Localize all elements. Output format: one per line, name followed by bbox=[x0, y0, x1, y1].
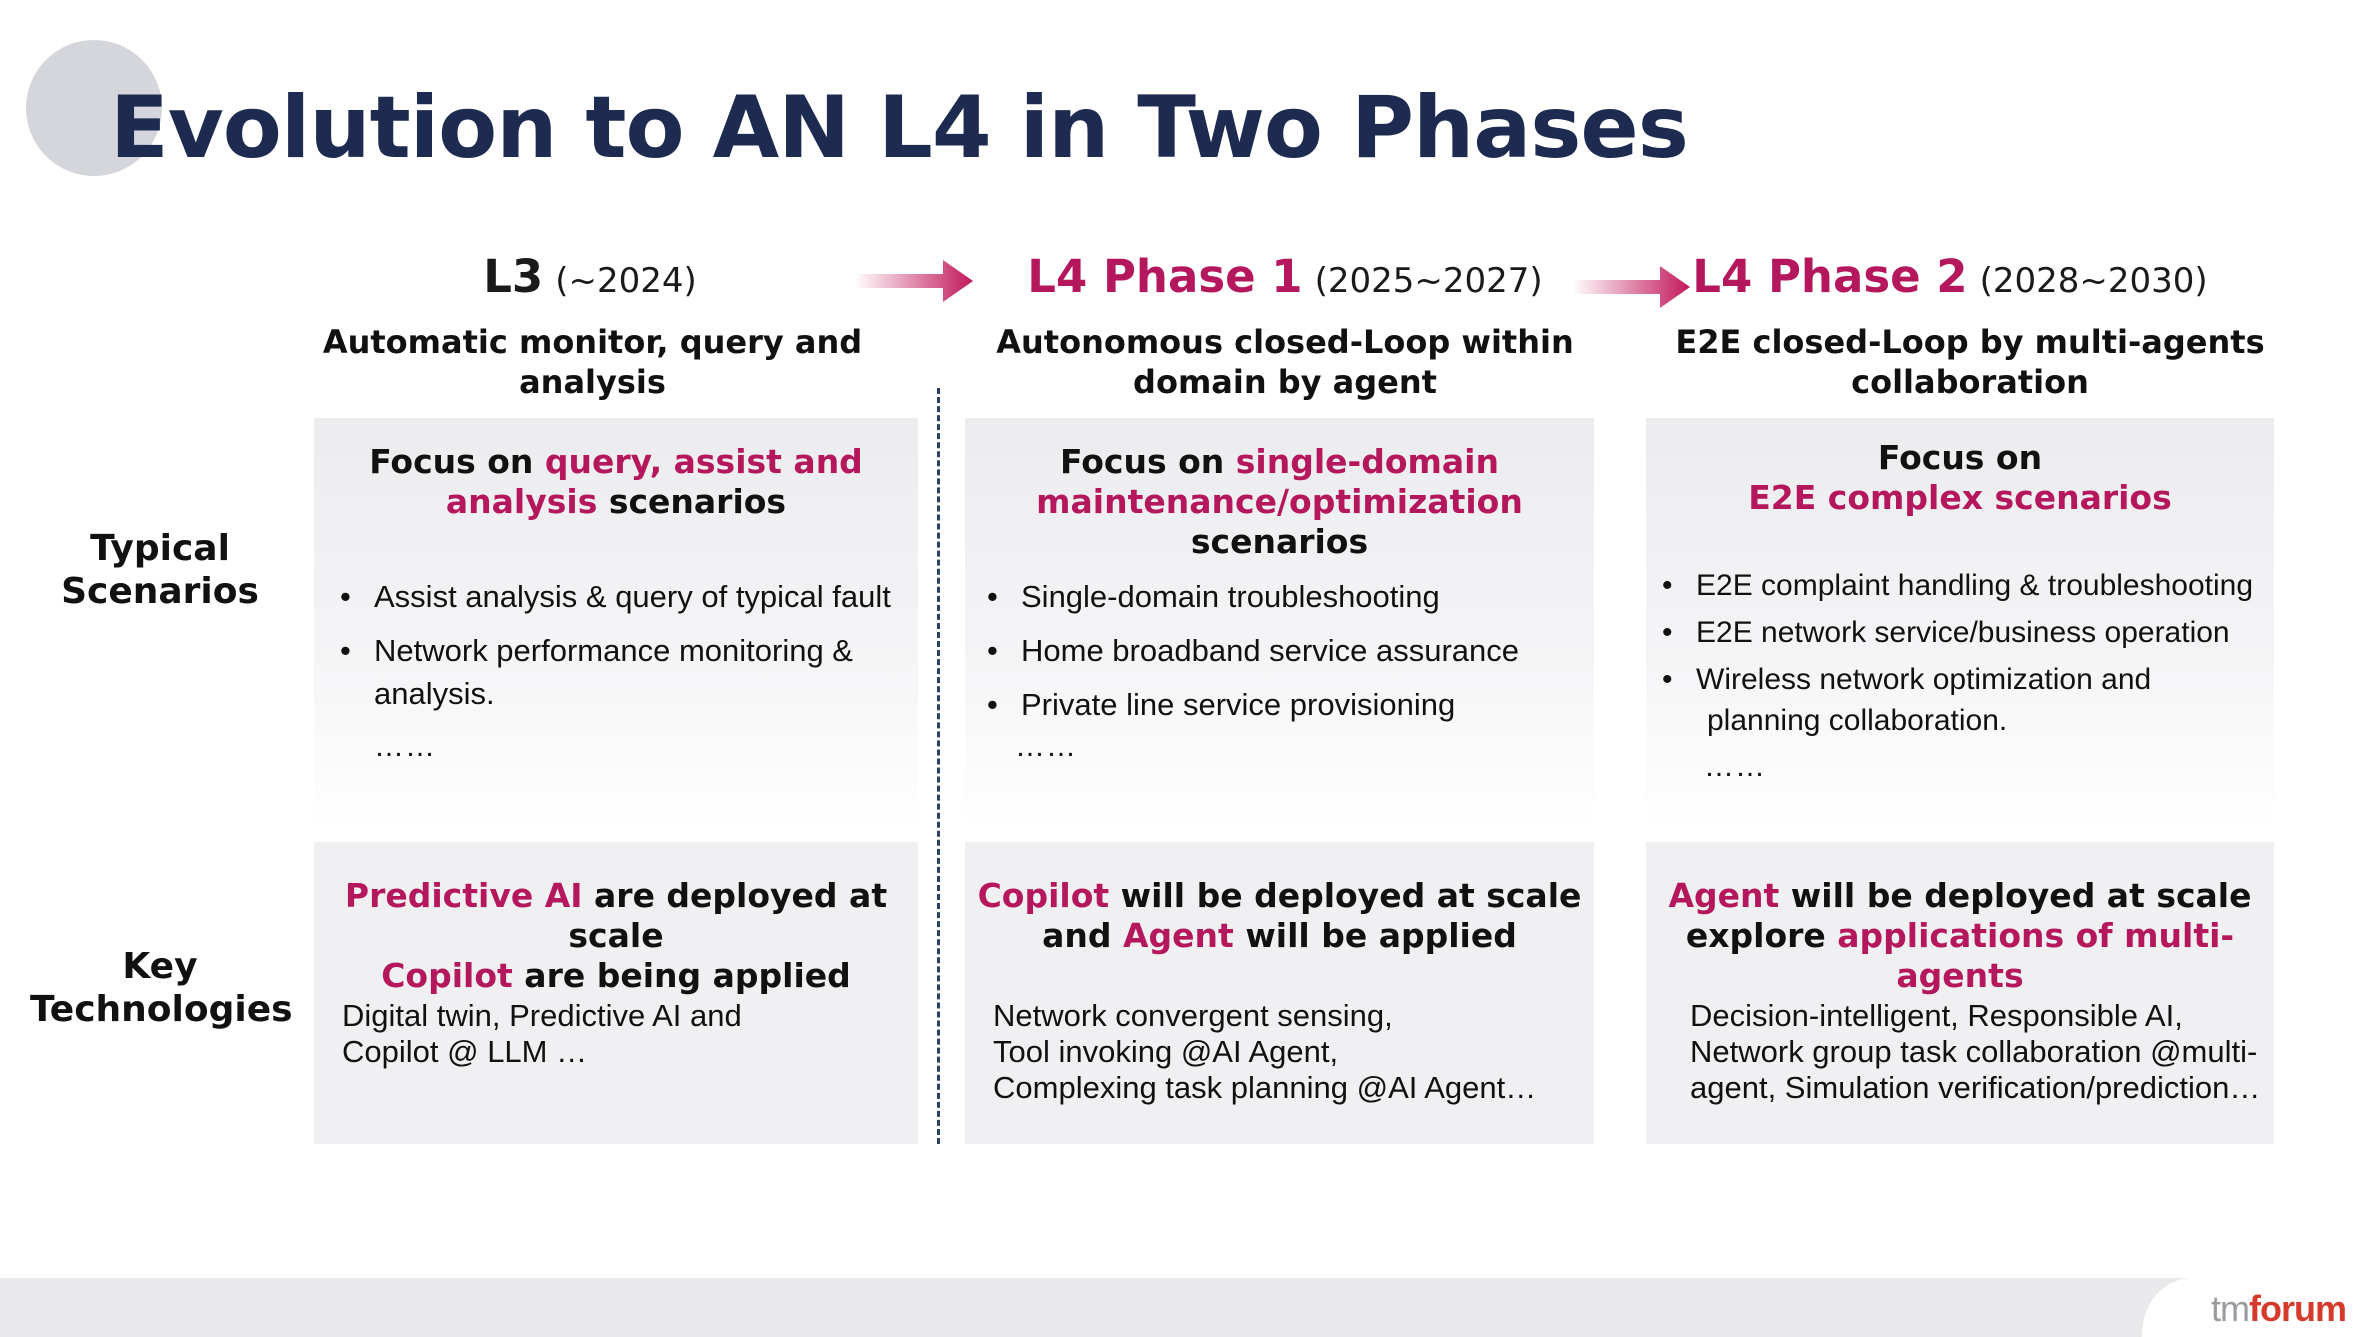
focus-text: Focus on bbox=[1060, 442, 1236, 481]
continuation-text: planning collaboration. bbox=[1707, 704, 2008, 737]
row-label-key-technologies: Key Technologies bbox=[30, 945, 293, 1031]
tech-text: will be deployed at scale bbox=[1779, 876, 2252, 915]
scenario-list: E2E complaint handling & troubleshooting… bbox=[1662, 562, 2253, 703]
focus-text: Focus on bbox=[369, 442, 545, 481]
list-item: Assist analysis & query of typical fault bbox=[340, 570, 891, 624]
tech-line: Decision-intelligent, Responsible AI, bbox=[1690, 998, 2183, 1033]
tech-text: will be deployed at scale bbox=[1109, 876, 1582, 915]
row-label-line: Typical bbox=[90, 528, 230, 569]
scenario-list: Single-domain troubleshooting Home broad… bbox=[987, 570, 1519, 732]
scenario-list: Assist analysis & query of typical fault… bbox=[340, 570, 891, 678]
focus-text: scenarios bbox=[1190, 522, 1369, 561]
scenario-box-l3: Focus on query, assist and analysis scen… bbox=[314, 418, 918, 828]
list-item: Wireless network optimization and bbox=[1662, 656, 2253, 703]
tech-highlight: Copilot bbox=[381, 956, 513, 995]
tech-line: agent, Simulation verification/predictio… bbox=[1690, 1070, 2261, 1105]
row-label-typical-scenarios: Typical Scenarios bbox=[30, 527, 290, 613]
focus-heading: Focus on E2E complex scenarios bbox=[1646, 438, 2274, 518]
technology-box-l3: Predictive AI are deployed at scale Copi… bbox=[314, 842, 918, 1144]
phase-subtitle: E2E closed-Loop by multi-agents collabor… bbox=[1660, 322, 2280, 402]
phase-header-l3: L3 (~2024) bbox=[330, 250, 850, 320]
tech-highlight: applications of multi-agents bbox=[1837, 916, 2235, 995]
row-label-line: Technologies bbox=[30, 989, 293, 1030]
list-item: Private line service provisioning bbox=[987, 678, 1519, 732]
row-label-line: Key bbox=[122, 946, 198, 987]
tech-line: Network group task collaboration @multi- bbox=[1690, 1034, 2258, 1069]
phase-years: (2028~2030) bbox=[1979, 261, 2208, 301]
subtitle-line: E2E closed-Loop by multi-agents bbox=[1675, 323, 2265, 361]
row-label-line: Scenarios bbox=[61, 571, 259, 612]
phase-subtitle: Automatic monitor, query and analysis bbox=[320, 322, 865, 402]
slide-title: Evolution to AN L4 in Two Phases bbox=[110, 78, 1689, 178]
tech-line: Network convergent sensing, bbox=[993, 998, 1393, 1033]
technology-list: Network convergent sensing, Tool invokin… bbox=[993, 998, 1536, 1106]
ellipsis: …… bbox=[374, 730, 436, 763]
list-item: E2E complaint handling & troubleshooting bbox=[1662, 562, 2253, 609]
tech-highlight: Agent bbox=[1668, 876, 1780, 915]
list-item: Single-domain troubleshooting bbox=[987, 570, 1519, 624]
tech-text: are deployed at scale bbox=[568, 876, 888, 955]
tmforum-logo: tmforum bbox=[2211, 1288, 2347, 1330]
tech-text: will be applied bbox=[1233, 916, 1517, 955]
tech-highlight: Copilot bbox=[977, 876, 1110, 915]
tech-line: Copilot @ LLM … bbox=[342, 1034, 588, 1069]
subtitle-line: Autonomous closed-Loop within bbox=[996, 323, 1574, 361]
focus-heading: Focus on query, assist and analysis scen… bbox=[314, 442, 918, 522]
focus-highlight: analysis bbox=[445, 482, 598, 521]
focus-highlight: query, assist and bbox=[544, 442, 863, 481]
subtitle-line: Automatic monitor, query and bbox=[322, 323, 863, 361]
focus-text: Focus on bbox=[1877, 438, 2043, 477]
footer-bar bbox=[0, 1278, 2364, 1337]
focus-heading: Focus on single-domain maintenance/optim… bbox=[965, 442, 1594, 562]
phase-subtitle: Autonomous closed-Loop within domain by … bbox=[980, 322, 1590, 402]
tech-highlight: Agent bbox=[1123, 916, 1234, 955]
list-item: Network performance monitoring & bbox=[340, 624, 891, 678]
technology-box-l4-phase-1: Copilot will be deployed at scale and Ag… bbox=[965, 842, 1594, 1144]
tech-highlight: Predictive AI bbox=[344, 876, 583, 915]
tech-text: explore bbox=[1685, 916, 1838, 955]
technology-box-l4-phase-2: Agent will be deployed at scale explore … bbox=[1646, 842, 2274, 1144]
ellipsis: …… bbox=[1015, 730, 1077, 763]
phase-header-l4-phase-1: L4 Phase 1 (2025~2027) bbox=[970, 250, 1600, 320]
phase-name: L4 Phase 1 bbox=[1027, 250, 1303, 303]
technology-heading: Predictive AI are deployed at scale Copi… bbox=[314, 876, 918, 996]
decorative-circle bbox=[26, 40, 162, 176]
tech-line: Digital twin, Predictive AI and bbox=[342, 998, 742, 1033]
technology-heading: Agent will be deployed at scale explore … bbox=[1646, 876, 2274, 996]
list-item: Home broadband service assurance bbox=[987, 624, 1519, 678]
subtitle-line: collaboration bbox=[1851, 363, 2089, 401]
arrow-right-icon bbox=[855, 260, 973, 302]
focus-highlight: single-domain bbox=[1235, 442, 1499, 481]
footer-logo-tab bbox=[2142, 1278, 2364, 1337]
subtitle-line: domain by agent bbox=[1133, 363, 1437, 401]
list-item: E2E network service/business operation bbox=[1662, 609, 2253, 656]
subtitle-line: analysis bbox=[519, 363, 666, 401]
logo-tm: tm bbox=[2211, 1288, 2250, 1329]
phase-name: L4 Phase 2 bbox=[1692, 250, 1968, 303]
technology-list: Decision-intelligent, Responsible AI, Ne… bbox=[1690, 998, 2260, 1106]
phase-years: (~2024) bbox=[555, 261, 697, 301]
tech-text: and bbox=[1042, 916, 1124, 955]
scenario-box-l4-phase-2: Focus on E2E complex scenarios E2E compl… bbox=[1646, 418, 2274, 828]
continuation-text: analysis. bbox=[374, 676, 495, 711]
logo-forum: forum bbox=[2249, 1288, 2347, 1329]
focus-text: scenarios bbox=[597, 482, 787, 521]
technology-heading: Copilot will be deployed at scale and Ag… bbox=[965, 876, 1594, 956]
focus-highlight: E2E complex scenarios bbox=[1748, 478, 2172, 517]
phase-name: L3 bbox=[483, 250, 544, 303]
technology-list: Digital twin, Predictive AI and Copilot … bbox=[342, 998, 742, 1070]
scenario-box-l4-phase-1: Focus on single-domain maintenance/optim… bbox=[965, 418, 1594, 828]
tech-line: Complexing task planning @AI Agent… bbox=[993, 1070, 1537, 1105]
tech-line: Tool invoking @AI Agent, bbox=[993, 1034, 1339, 1069]
phase-divider bbox=[937, 388, 940, 1144]
arrow-right-icon bbox=[1572, 266, 1690, 308]
ellipsis: …… bbox=[1704, 750, 1766, 783]
phase-header-l4-phase-2: L4 Phase 2 (2028~2030) bbox=[1640, 250, 2260, 320]
phase-years: (2025~2027) bbox=[1314, 261, 1543, 301]
focus-highlight: maintenance/optimization bbox=[1036, 482, 1523, 521]
tech-text: are being applied bbox=[512, 956, 851, 995]
